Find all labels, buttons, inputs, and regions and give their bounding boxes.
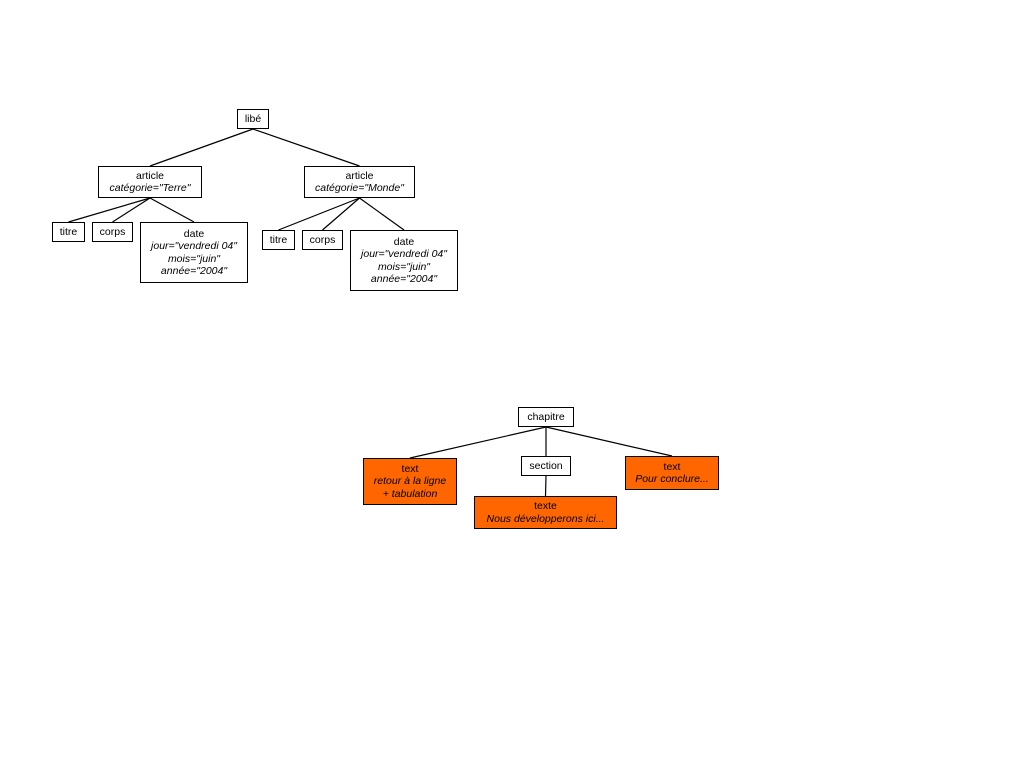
node-date: date jour="vendredi 04" mois="juin" anné… (350, 230, 458, 291)
node-section: section (521, 456, 571, 476)
edge-chapitre-text1 (409, 426, 547, 459)
node-text-highlighted: text Pour conclure... (625, 456, 719, 490)
node-attribute: année="2004" (370, 273, 438, 285)
node-label: date (183, 227, 205, 240)
node-text-highlighted: text retour à la ligne + tabulation (363, 458, 457, 505)
node-attribute: Nous développerons ici... (486, 512, 605, 525)
node-titre: titre (52, 222, 85, 242)
node-attribute: Pour conclure... (635, 473, 709, 485)
node-label: libé (244, 112, 262, 125)
node-label: article (135, 169, 164, 182)
edge-article2-date2 (359, 197, 405, 231)
node-titre: titre (262, 230, 295, 250)
node-attribute: année="2004" (160, 265, 228, 277)
edge-section-texte (544, 475, 547, 497)
node-attribute: catégorie="Monde" (315, 182, 404, 194)
node-date: date jour="vendredi 04" mois="juin" anné… (140, 222, 248, 283)
node-libe: libé (237, 109, 269, 129)
node-label: texte (534, 500, 557, 512)
node-label: text (401, 462, 419, 475)
node-corps: corps (92, 222, 133, 242)
edge-article1-titre1 (68, 197, 151, 223)
edge-article2-corps2 (322, 197, 360, 231)
node-label: article (345, 169, 374, 182)
node-label: corps (309, 233, 336, 246)
edge-article1-corps1 (112, 197, 151, 223)
edge-chapitre-text2 (545, 426, 673, 457)
edge-article1-date1 (149, 197, 195, 223)
node-corps: corps (302, 230, 343, 250)
node-attribute: jour="vendredi 04" (361, 248, 447, 260)
node-label: section (529, 459, 563, 472)
node-label: titre (269, 233, 288, 246)
edge-libe-article2 (252, 128, 360, 167)
node-label: text (663, 460, 681, 473)
node-article-terre: article catégorie="Terre" (98, 166, 202, 198)
node-label: corps (99, 225, 126, 238)
node-article-monde: article catégorie="Monde" (304, 166, 415, 198)
node-attribute: mois="juin" (167, 252, 221, 265)
node-attribute: jour="vendredi 04" (151, 240, 237, 252)
edge-libe-article1 (149, 128, 254, 167)
node-texte-highlighted: texte Nous développerons ici... (474, 496, 617, 529)
node-attribute: retour à la ligne (373, 475, 447, 488)
edge-article2-titre2 (278, 197, 360, 231)
node-label: chapitre (527, 410, 565, 423)
node-attribute: catégorie="Terre" (109, 182, 191, 194)
node-attribute: + tabulation (382, 487, 438, 500)
node-label: titre (59, 225, 78, 238)
node-label: date (393, 235, 415, 248)
node-chapitre: chapitre (518, 407, 574, 427)
node-attribute: mois="juin" (377, 260, 431, 273)
